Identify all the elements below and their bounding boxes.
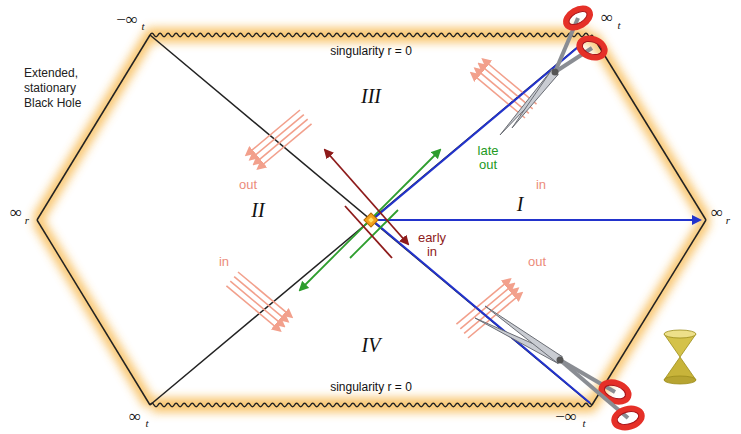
penrose-frame: [37, 33, 706, 407]
infinity-subscript: t: [145, 417, 148, 430]
glow-line: [37, 35, 150, 220]
light-cone-icon: [664, 330, 696, 384]
infinity-subscript: t: [617, 19, 620, 32]
infinity-subscript: t: [141, 20, 144, 33]
glow-line: [592, 220, 706, 405]
scissors-handle: [563, 5, 594, 32]
mode-label: out: [528, 255, 546, 270]
mode-label: in: [219, 255, 229, 270]
title-note: Extended, stationary Black Hole: [24, 66, 92, 111]
region-label: II: [251, 199, 264, 222]
scissors-handle: [577, 35, 608, 61]
null-infinity-line: [37, 220, 150, 405]
null-infinity-line: [37, 35, 150, 220]
singularity-wave: [150, 403, 592, 407]
scissors-handle: [612, 406, 644, 431]
mode-arrow: [230, 281, 284, 326]
region-label: III: [361, 85, 381, 108]
infinity-mark: ∞: [711, 203, 723, 223]
spacelike-arrow: [378, 219, 700, 221]
past-horizon-highlight: [372, 220, 590, 403]
mode-label: early in: [414, 231, 450, 259]
scissors-blade: [512, 70, 558, 128]
infinity-mark: ∞: [601, 8, 613, 28]
boundary-glow: [37, 33, 706, 407]
glow-line: [37, 220, 150, 405]
mode-label: late out: [470, 144, 506, 172]
mode-label: out: [239, 178, 257, 193]
scissors-icon: [475, 306, 644, 430]
mode-arrow: [254, 119, 308, 164]
glow-line: [150, 33, 592, 37]
mode-arrows: [246, 110, 311, 169]
late-out-arrow: [300, 150, 440, 290]
mode-arrow: [483, 59, 537, 104]
glow-line: [592, 35, 706, 220]
scissors-handle-rim: [616, 409, 640, 426]
scissors-pivot: [557, 357, 564, 364]
scissors-handle-rim: [581, 39, 604, 57]
infinity-subscript: t: [582, 417, 585, 430]
infinity-mark: −∞: [116, 10, 138, 30]
early-in-line: [345, 206, 392, 258]
singularity-wave: [150, 33, 592, 37]
light-cone-rim: [664, 376, 696, 384]
bifurcation-square: [364, 213, 378, 227]
singularity-label: singularity r = 0: [330, 45, 412, 59]
infinity-mark: −∞: [555, 407, 577, 427]
scissors-pivot: [552, 69, 559, 76]
null-infinity-line: [592, 35, 706, 220]
region-label: IV: [362, 334, 381, 357]
singularity-label: singularity r = 0: [330, 381, 412, 395]
infinity-mark: ∞: [10, 203, 22, 223]
late-out-line: [350, 210, 398, 258]
glow-line: [150, 403, 592, 407]
light-cone-rim: [664, 330, 696, 338]
scissors-blade: [500, 69, 558, 135]
infinity-subscript: r: [25, 214, 29, 227]
bifurcation-square-core: [368, 217, 374, 223]
scissors-blade: [485, 306, 562, 363]
scissors-handle: [599, 379, 631, 405]
scissors-icon: [500, 5, 607, 135]
mode-arrow: [479, 64, 533, 109]
infinity-subscript: r: [726, 214, 730, 227]
mode-arrow: [258, 124, 312, 169]
blue-lines: [372, 37, 700, 403]
scissors-handle-rim: [567, 9, 589, 28]
infinity-mark: ∞: [129, 407, 141, 427]
mode-label: in: [536, 178, 546, 193]
early-in-arrows: [325, 150, 408, 258]
late-out-arrows: [300, 150, 440, 290]
mode-arrow: [226, 286, 280, 331]
mode-arrows: [226, 272, 291, 331]
region-label: I: [517, 193, 524, 216]
null-infinity-line: [592, 220, 706, 405]
